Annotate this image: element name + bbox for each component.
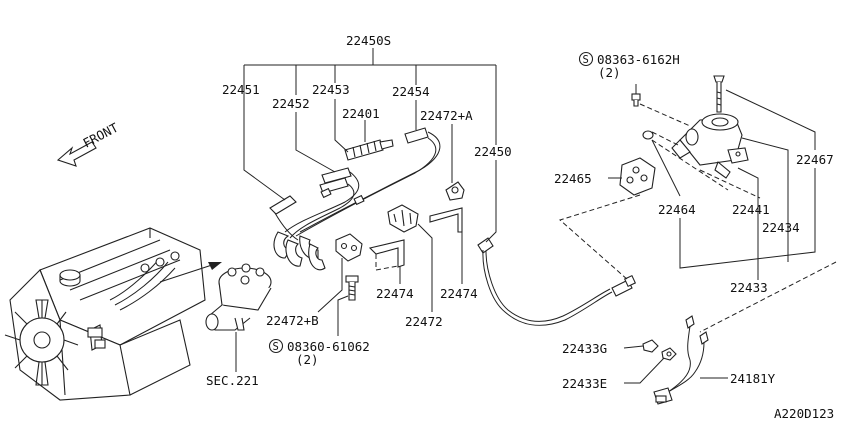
label-22474-right: 22474 bbox=[440, 286, 478, 301]
label-08363-qty: (2) bbox=[598, 65, 621, 80]
label-22472: 22472 bbox=[405, 314, 443, 329]
bolt-22434 bbox=[713, 75, 725, 113]
s-symbol-circle-2 bbox=[578, 51, 594, 67]
screw-08363 bbox=[631, 93, 641, 107]
label-22454: 22454 bbox=[392, 84, 430, 99]
label-22474-left: 22474 bbox=[376, 286, 414, 301]
power-transistor-22465 bbox=[619, 157, 656, 196]
sec221-label: SEC.221 bbox=[206, 373, 259, 388]
label-22450s: 22450S bbox=[346, 33, 391, 48]
bracket-22474-left bbox=[368, 239, 405, 271]
clamp-22472 bbox=[387, 204, 419, 233]
engine-block-illustration bbox=[4, 227, 206, 401]
install-arrow bbox=[159, 262, 222, 283]
label-22467: 22467 bbox=[796, 152, 834, 167]
distributor bbox=[205, 263, 272, 331]
label-22450: 22450 bbox=[474, 144, 512, 159]
spark-plug bbox=[344, 139, 394, 161]
label-22401: 22401 bbox=[342, 106, 380, 121]
front-label: FRONT bbox=[80, 120, 121, 151]
label-08360-61062: 08360-61062 bbox=[287, 339, 370, 354]
label-22464: 22464 bbox=[658, 202, 696, 217]
nut-22433g bbox=[642, 339, 659, 353]
front-arrow bbox=[56, 141, 97, 167]
screw-08360 bbox=[345, 275, 359, 301]
label-22433g: 22433G bbox=[562, 341, 607, 356]
nut-22433e bbox=[661, 347, 677, 361]
bracket-22474-right bbox=[429, 207, 463, 233]
s-symbol-2: S bbox=[583, 54, 589, 66]
screw-08360-callout: S 08360-61062 (2) bbox=[268, 338, 370, 367]
label-22434: 22434 bbox=[762, 220, 800, 235]
nut-22464 bbox=[642, 130, 654, 140]
ignition-coil bbox=[671, 113, 749, 179]
label-24181y: 24181Y bbox=[730, 371, 776, 386]
sensor-harness-24181y bbox=[653, 315, 709, 405]
leader-lines bbox=[243, 48, 837, 384]
label-22465: 22465 bbox=[554, 171, 592, 186]
label-22472a: 22472+A bbox=[420, 108, 473, 123]
label-22433e: 22433E bbox=[562, 376, 607, 391]
s-symbol-circle bbox=[268, 338, 284, 354]
label-22441: 22441 bbox=[732, 202, 770, 217]
plug-wire-harness bbox=[269, 127, 441, 271]
label-22472b: 22472+B bbox=[266, 313, 319, 328]
clamp-22472b bbox=[335, 233, 363, 262]
label-08360-qty: (2) bbox=[296, 352, 319, 367]
label-22433: 22433 bbox=[730, 280, 768, 295]
label-08363-6162h: 08363-6162H bbox=[597, 52, 680, 67]
coil-wire bbox=[477, 237, 637, 326]
diagram-id: A220D123 bbox=[774, 406, 834, 421]
s-symbol: S bbox=[273, 341, 279, 353]
label-22451: 22451 bbox=[222, 82, 260, 97]
screw-08363-callout: S 08363-6162H (2) bbox=[578, 51, 680, 80]
label-22452: 22452 bbox=[272, 96, 310, 111]
label-22453: 22453 bbox=[312, 82, 350, 97]
clamp-22472a bbox=[445, 181, 465, 201]
